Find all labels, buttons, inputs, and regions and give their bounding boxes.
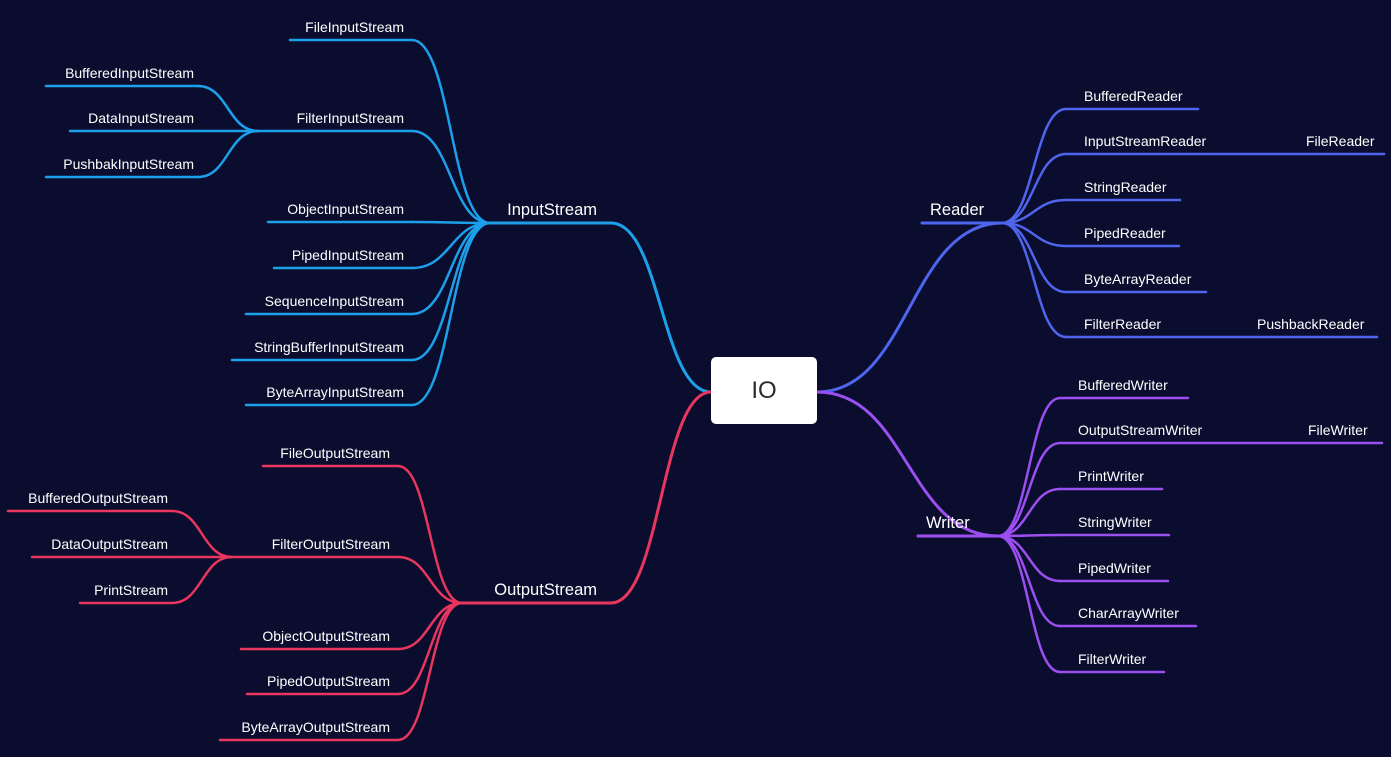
- node-filter-input-stream[interactable]: FilterInputStream: [296, 110, 404, 126]
- node-filter-reader[interactable]: FilterReader: [1084, 316, 1162, 332]
- edge-input-0: [410, 38, 492, 225]
- node-input-stream-reader[interactable]: InputStreamReader: [1084, 133, 1207, 149]
- edge-input-6: [410, 221, 492, 407]
- node-piped-input-stream[interactable]: PipedInputStream: [291, 247, 404, 263]
- edge-output-0: [396, 464, 464, 605]
- node-writer[interactable]: Writer: [926, 514, 970, 532]
- edge-input-2: [410, 220, 492, 225]
- edge-writer-4: [996, 534, 1062, 583]
- edge-root-reader: [815, 221, 1004, 394]
- node-input-stream[interactable]: InputStream: [507, 201, 597, 219]
- node-file-output-stream[interactable]: FileOutputStream: [280, 445, 390, 461]
- node-piped-output-stream[interactable]: PipedOutputStream: [267, 673, 390, 689]
- node-string-writer[interactable]: StringWriter: [1078, 514, 1152, 530]
- node-object-output-stream[interactable]: ObjectOutputStream: [262, 628, 390, 644]
- edge-root-input: [609, 221, 713, 394]
- node-output-stream[interactable]: OutputStream: [494, 581, 597, 599]
- edge-input-1: [410, 129, 492, 225]
- edge-input-5: [410, 221, 492, 362]
- edge-writer-6: [996, 534, 1062, 674]
- edge-reader-1: [1000, 152, 1068, 225]
- edge-input-4: [410, 221, 492, 316]
- edge-reader-5: [1000, 221, 1068, 339]
- edge-output-4: [396, 601, 464, 742]
- edge-output-1: [396, 555, 464, 605]
- root-node[interactable]: IO: [711, 357, 817, 424]
- node-buffered-writer[interactable]: BufferedWriter: [1078, 377, 1168, 393]
- edge-output-1-2: [170, 555, 234, 605]
- edge-writer-0: [996, 396, 1062, 538]
- edge-input-1-2: [196, 129, 260, 179]
- node-file-input-stream[interactable]: FileInputStream: [305, 19, 404, 35]
- node-byte-array-input-stream[interactable]: ByteArrayInputStream: [266, 384, 404, 400]
- node-buffered-output-stream[interactable]: BufferedOutputStream: [28, 490, 168, 506]
- node-buffered-reader[interactable]: BufferedReader: [1084, 88, 1183, 104]
- node-pushbak-input-stream[interactable]: PushbakInputStream: [63, 156, 194, 172]
- edge-writer-1: [996, 441, 1062, 538]
- edge-output-1-0: [170, 509, 234, 559]
- node-file-reader[interactable]: FileReader: [1306, 133, 1375, 149]
- node-sequence-input-stream[interactable]: SequenceInputStream: [264, 293, 404, 309]
- node-filter-writer[interactable]: FilterWriter: [1078, 651, 1147, 667]
- edge-writer-2: [996, 487, 1062, 538]
- node-byte-array-reader[interactable]: ByteArrayReader: [1084, 271, 1192, 287]
- node-filter-output-stream[interactable]: FilterOutputStream: [271, 536, 390, 552]
- node-string-buffer-input-stream[interactable]: StringBufferInputStream: [254, 339, 404, 355]
- node-pushback-reader[interactable]: PushbackReader: [1257, 316, 1365, 332]
- node-piped-writer[interactable]: PipedWriter: [1078, 560, 1151, 576]
- node-byte-array-output-stream[interactable]: ByteArrayOutputStream: [241, 719, 390, 735]
- edge-root-output: [609, 390, 713, 605]
- edge-reader-2: [1000, 198, 1068, 225]
- edge-input-1-0: [196, 84, 260, 133]
- node-print-writer[interactable]: PrintWriter: [1078, 468, 1144, 484]
- edge-output-2: [396, 601, 464, 651]
- node-buffered-input-stream[interactable]: BufferedInputStream: [65, 65, 194, 81]
- node-reader[interactable]: Reader: [930, 201, 985, 219]
- node-piped-reader[interactable]: PipedReader: [1084, 225, 1166, 241]
- edge-writer-5: [996, 534, 1062, 628]
- node-object-input-stream[interactable]: ObjectInputStream: [287, 201, 404, 217]
- node-print-stream[interactable]: PrintStream: [94, 582, 168, 598]
- node-output-stream-writer[interactable]: OutputStreamWriter: [1078, 422, 1203, 438]
- node-file-writer[interactable]: FileWriter: [1308, 422, 1368, 438]
- edge-writer-3: [996, 533, 1062, 538]
- node-data-input-stream[interactable]: DataInputStream: [88, 110, 194, 126]
- node-char-array-writer[interactable]: CharArrayWriter: [1078, 605, 1179, 621]
- root-node-label: IO: [751, 376, 777, 404]
- node-data-output-stream[interactable]: DataOutputStream: [51, 536, 168, 552]
- edge-reader-0: [1000, 107, 1068, 225]
- node-string-reader[interactable]: StringReader: [1084, 179, 1167, 195]
- edge-root-writer: [815, 390, 1000, 538]
